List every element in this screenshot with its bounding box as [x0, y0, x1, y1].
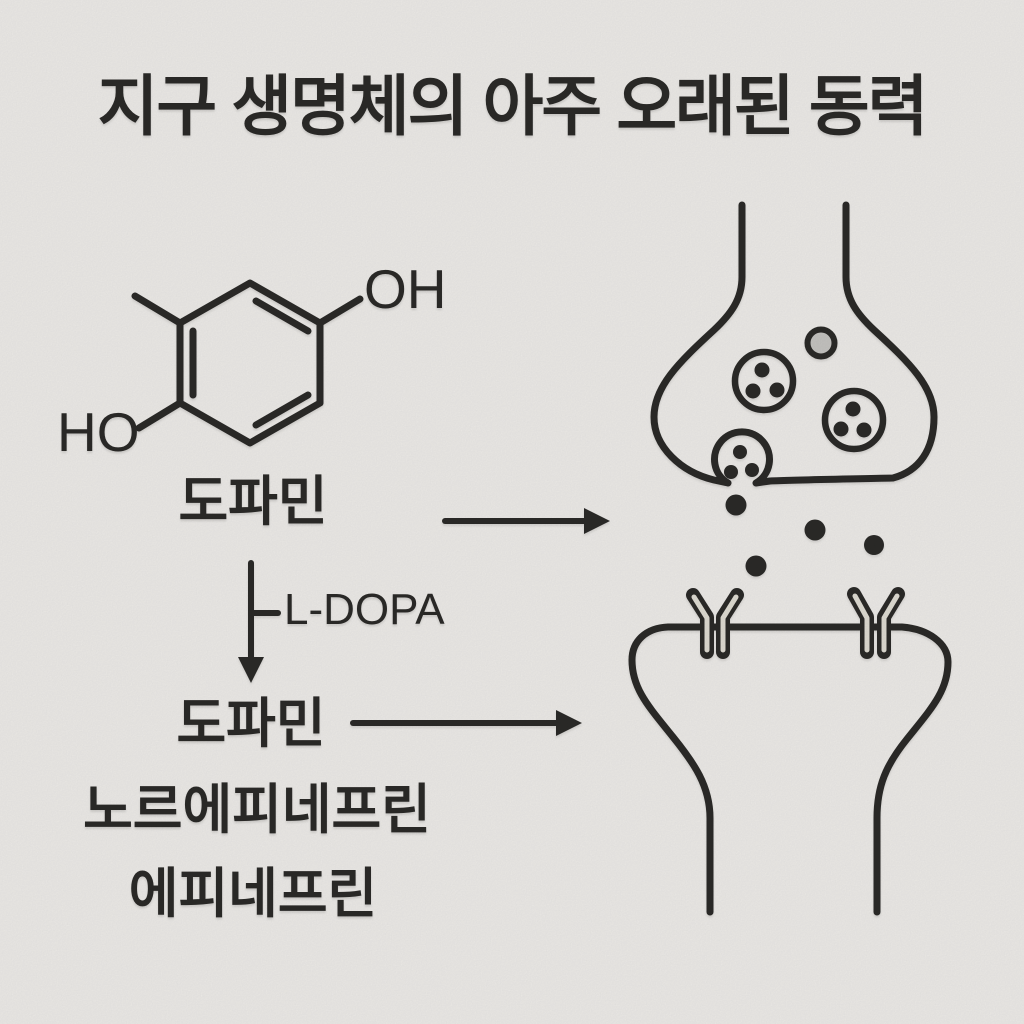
methyl-bond	[131, 292, 184, 327]
double-bond-top-right	[252, 297, 312, 335]
arrow-head	[238, 657, 264, 683]
vesicle-dot	[745, 463, 759, 477]
neurotransmitter-dot	[804, 519, 826, 541]
arrow-substrate-to-synapse	[442, 508, 610, 534]
vesicle-dot	[833, 421, 849, 437]
arrow-products-to-synapse	[350, 710, 582, 736]
hydroxyl-bond-bottom	[135, 399, 184, 432]
arrow-l-dopa-down	[238, 560, 281, 683]
vesicle-dot	[745, 383, 761, 399]
presynaptic-membrane	[650, 201, 938, 487]
product-label-epinephrine: 에피네프린	[128, 864, 378, 924]
benzene-ring	[176, 279, 324, 447]
double-bond-bottom-right	[252, 391, 312, 429]
vesicle-dot	[724, 465, 738, 479]
arrow-head	[584, 508, 610, 534]
arrow-head	[556, 710, 582, 736]
neurotransmitter-dot	[745, 555, 767, 577]
neurotransmitter-dot	[725, 494, 747, 516]
synaptic-vesicle	[821, 387, 887, 453]
presynaptic-terminal	[650, 201, 938, 487]
docked-vesicle	[724, 445, 759, 479]
gray-vesicle	[804, 326, 838, 360]
synaptic-vesicle	[731, 348, 797, 414]
l-dopa-label: L-DOPA	[284, 585, 445, 634]
released-neurotransmitters	[725, 494, 884, 577]
vesicle-membrane	[821, 387, 887, 453]
product-label-norepinephrine: 노르에피네프린	[83, 780, 431, 840]
hydroxyl-label-top: OH	[364, 258, 447, 320]
dopamine-structure	[131, 279, 364, 447]
vesicle-dot	[769, 382, 785, 398]
page-title: 지구 생명체의 아주 오래된 동력	[97, 69, 929, 143]
postsynaptic-membrane	[628, 623, 952, 916]
vesicle-membrane	[731, 348, 797, 414]
dopamine-label: 도파민	[178, 472, 328, 532]
product-label-dopamine: 도파민	[176, 694, 326, 754]
postsynaptic-terminal	[628, 587, 952, 916]
vesicle-dot	[856, 422, 872, 438]
neurotransmitter-dot	[864, 535, 884, 555]
vesicle-dot	[845, 401, 861, 417]
hydroxyl-label-bottom: HO	[57, 401, 140, 463]
receptor-icon	[847, 587, 905, 659]
vesicle-dot	[754, 362, 770, 378]
hydroxyl-bond-top	[316, 295, 364, 327]
vesicle-dot	[733, 445, 747, 459]
